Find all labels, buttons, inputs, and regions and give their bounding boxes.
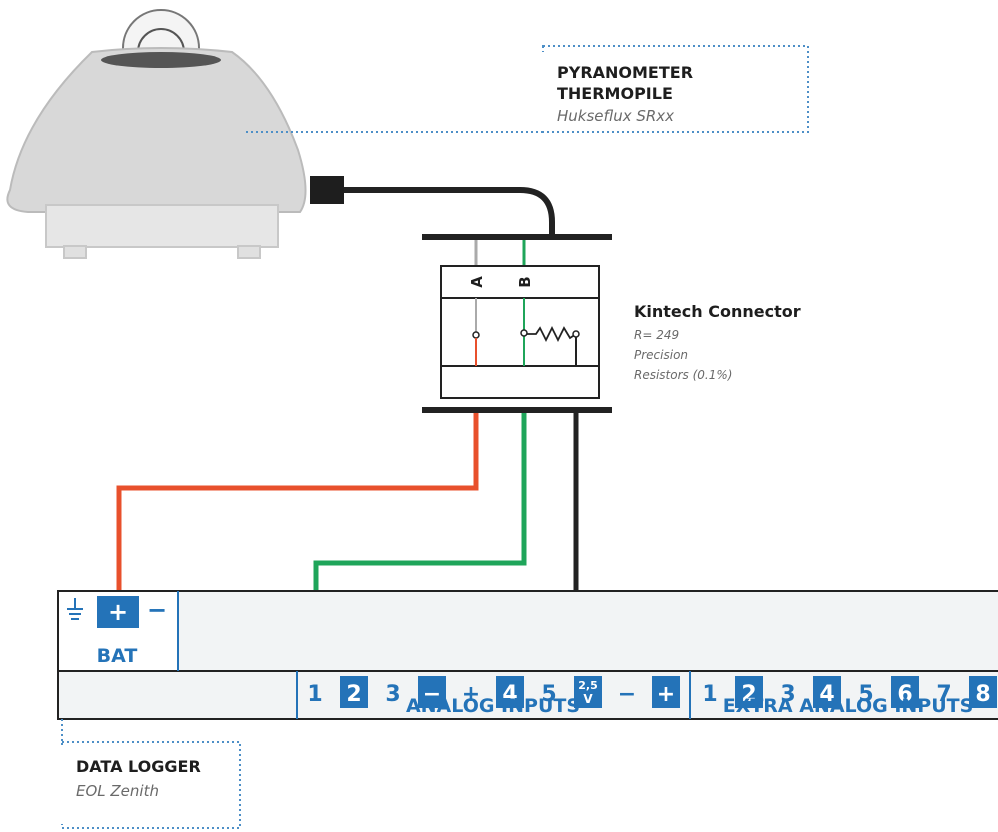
- extra-terminal-bg: [813, 676, 841, 708]
- analog-terminal-label: +: [657, 682, 675, 707]
- bat-minus-label: −: [147, 596, 167, 624]
- analog-inputs-label: ANALOG INPUTS: [406, 695, 580, 717]
- analog-terminal-bg: [340, 676, 368, 708]
- resistor-icon: [527, 325, 577, 343]
- extra-terminal-bg: [735, 676, 763, 708]
- analog-terminal-label: −: [618, 682, 636, 707]
- analog-terminal-label: −: [423, 682, 441, 707]
- pyranometer-title-line1: PYRANOMETER: [557, 63, 693, 82]
- analog-terminal-bg: [574, 676, 602, 708]
- bat-plus-terminal: [97, 596, 139, 628]
- bat-label: BAT: [97, 645, 138, 667]
- pyranometer-model: Hukseflux SRxx: [557, 107, 674, 125]
- pyranometer-label: PYRANOMETER THERMOPILE Hukseflux SRxx: [246, 45, 809, 133]
- extra-terminal-label: 5: [858, 682, 873, 707]
- pyranometer-title-line2: THERMOPILE: [557, 84, 673, 103]
- logger-panel: [57, 590, 998, 720]
- analog-terminal-bg: [652, 676, 680, 708]
- connector-line2: Precision: [634, 348, 688, 362]
- kintech-connector: A B: [422, 234, 612, 413]
- analog-terminal-label: 2,5: [578, 679, 598, 692]
- extra-terminal-label: 8: [975, 682, 990, 707]
- extra-terminal-label: 7: [936, 682, 951, 707]
- pin-b-label: B: [516, 276, 534, 287]
- pin-a-label: A: [468, 276, 486, 288]
- extra-terminal-label: 3: [780, 682, 795, 707]
- connector-title: Kintech Connector: [634, 302, 801, 321]
- pyranometer-device: [6, 9, 555, 259]
- extra-terminal-bg: [891, 676, 919, 708]
- extra-analog-inputs-label: EXTRA ANALOG INPUTS: [723, 695, 974, 717]
- analog-terminal-bg: [418, 676, 446, 708]
- ground-icon: [67, 598, 83, 620]
- extra-terminal-bg: [969, 676, 997, 708]
- data-logger-title: DATA LOGGER: [76, 757, 201, 776]
- analog-terminal-label: 3: [385, 682, 400, 707]
- extra-terminal-label: 6: [897, 682, 912, 707]
- extra-terminal-label: 1: [702, 682, 717, 707]
- analog-terminal-label: 5: [541, 682, 556, 707]
- analog-terminal-bg: [496, 676, 524, 708]
- analog-terminal-label: +: [462, 682, 480, 707]
- extra-terminal-label: 4: [819, 682, 834, 707]
- bat-plus-label: +: [108, 598, 128, 626]
- connector-line3: Resistors (0.1%): [634, 368, 732, 382]
- analog-terminal-sublabel: V: [583, 692, 593, 706]
- data-logger-label: DATA LOGGER EOL Zenith: [56, 719, 241, 829]
- analog-terminal-label: 4: [502, 682, 517, 707]
- connector-label: Kintech Connector R= 249 Precision Resis…: [634, 302, 801, 382]
- data-logger-model: EOL Zenith: [76, 782, 159, 800]
- analog-terminal-label: 2: [346, 682, 361, 707]
- extra-terminal-label: 2: [741, 682, 756, 707]
- analog-terminal-label: 1: [307, 682, 322, 707]
- red-wire: [116, 413, 479, 596]
- connector-line1: R= 249: [634, 328, 679, 342]
